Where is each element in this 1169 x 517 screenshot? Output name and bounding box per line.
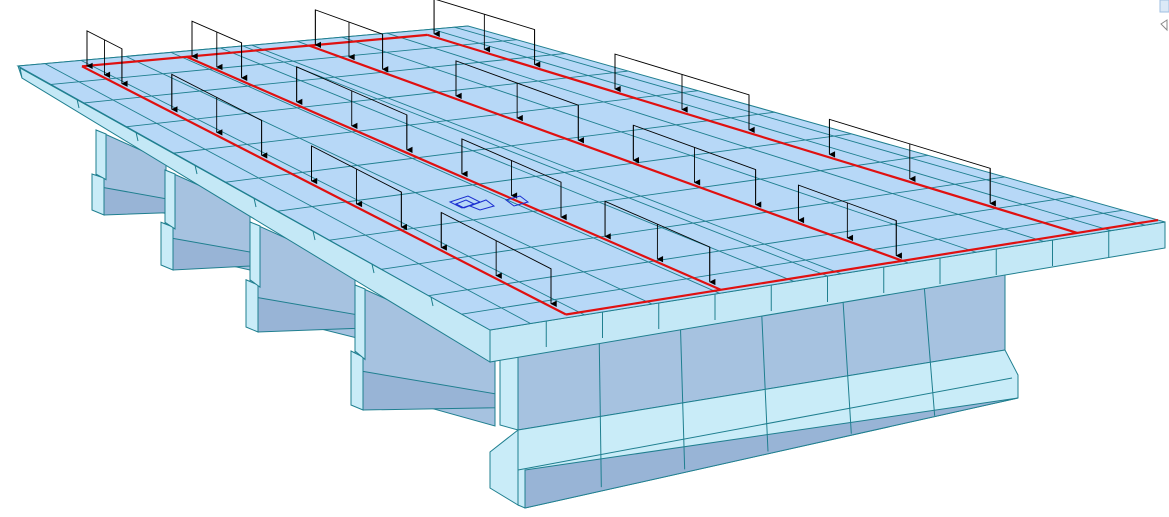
view-cube-icon[interactable] <box>1157 0 1169 60</box>
mesh-line-transverse <box>126 70 629 128</box>
girder-web-edge <box>249 221 261 289</box>
girder-flange <box>362 370 496 411</box>
mesh-line-longitudinal <box>454 26 1145 226</box>
load-arrow-pair <box>440 211 557 307</box>
load-arrow-pair <box>314 9 389 73</box>
mesh-line-transverse <box>381 176 1005 270</box>
load-arrow-pair <box>604 200 716 286</box>
load-arrow-pair <box>433 0 541 68</box>
girder-mesh-line <box>598 336 602 488</box>
load-arrows <box>86 0 996 307</box>
side-mesh-line <box>312 230 316 241</box>
mesh-line-transverse <box>225 111 775 183</box>
side-mesh-line <box>135 131 139 142</box>
mesh-line-transverse <box>84 52 566 104</box>
mesh-line-longitudinal <box>242 45 828 277</box>
deck-side-mesh <box>76 98 1110 347</box>
girder-bulb <box>160 221 174 271</box>
load-lane-line <box>308 44 903 262</box>
load-arrow-pair <box>632 124 762 208</box>
girder-web-edge <box>95 129 107 181</box>
load-arrow-pair <box>191 20 248 81</box>
load-lanes <box>81 33 1159 316</box>
girder-mesh-line <box>679 322 686 470</box>
girder-web-edge <box>164 169 176 230</box>
mesh-line-longitudinal <box>80 59 585 316</box>
coordinate-axis-icon <box>448 195 530 211</box>
side-mesh-line <box>253 197 257 208</box>
side-mesh-line <box>371 263 375 274</box>
side-mesh-line <box>430 296 434 307</box>
load-arrow-pair <box>461 138 567 221</box>
mesh-line-longitudinal <box>431 28 1112 232</box>
mesh-line-longitudinal <box>44 63 531 324</box>
girder-mesh-line <box>923 281 936 416</box>
load-arrow-pair <box>614 53 755 134</box>
side-mesh-line <box>76 98 80 109</box>
deck-top-surface <box>16 25 1166 331</box>
girder-bulb <box>489 428 519 506</box>
load-lane-edge <box>81 33 428 68</box>
mesh-line-longitudinal <box>386 32 1044 242</box>
load-arrow-pair <box>171 73 268 159</box>
girder-bulb <box>350 350 364 411</box>
girder <box>489 267 1019 509</box>
load-lane-edge <box>565 218 1159 316</box>
mesh-line-longitudinal <box>170 51 720 294</box>
load-lane-line <box>186 55 722 291</box>
side-mesh-line <box>194 164 198 175</box>
load-arrow-pair <box>86 30 128 87</box>
girder-bottom <box>524 397 1019 509</box>
girder-mesh-line <box>842 295 852 434</box>
mesh-line-transverse <box>461 209 1124 315</box>
girder-mesh-line <box>517 377 1013 471</box>
girder <box>350 284 496 427</box>
load-lane-line <box>81 65 567 316</box>
load-arrow-pair <box>828 118 996 207</box>
mesh-line-transverse <box>428 196 1075 297</box>
mesh-line-longitudinal <box>251 44 842 275</box>
mesh-line-transverse <box>50 39 517 85</box>
mesh-line-longitudinal <box>125 55 653 305</box>
load-lane-line <box>427 33 1078 234</box>
mesh-line-transverse <box>173 90 699 154</box>
girder-bulb <box>91 173 105 216</box>
load-arrow-pair <box>797 184 902 259</box>
girder <box>91 129 167 216</box>
load-arrow-pair <box>310 145 408 231</box>
girder-bulb <box>245 278 259 333</box>
mesh-line-longitudinal <box>341 36 977 253</box>
load-arrow-pair <box>296 66 413 154</box>
mesh-line-transverse <box>277 133 852 212</box>
load-arrow-pair <box>455 60 584 144</box>
girder <box>160 169 251 271</box>
girder-mesh-line <box>761 308 769 452</box>
mesh-line-transverse <box>329 154 929 241</box>
girder-web-edge <box>354 284 366 361</box>
mesh-line-longitudinal <box>220 47 794 282</box>
girders <box>91 129 1019 509</box>
